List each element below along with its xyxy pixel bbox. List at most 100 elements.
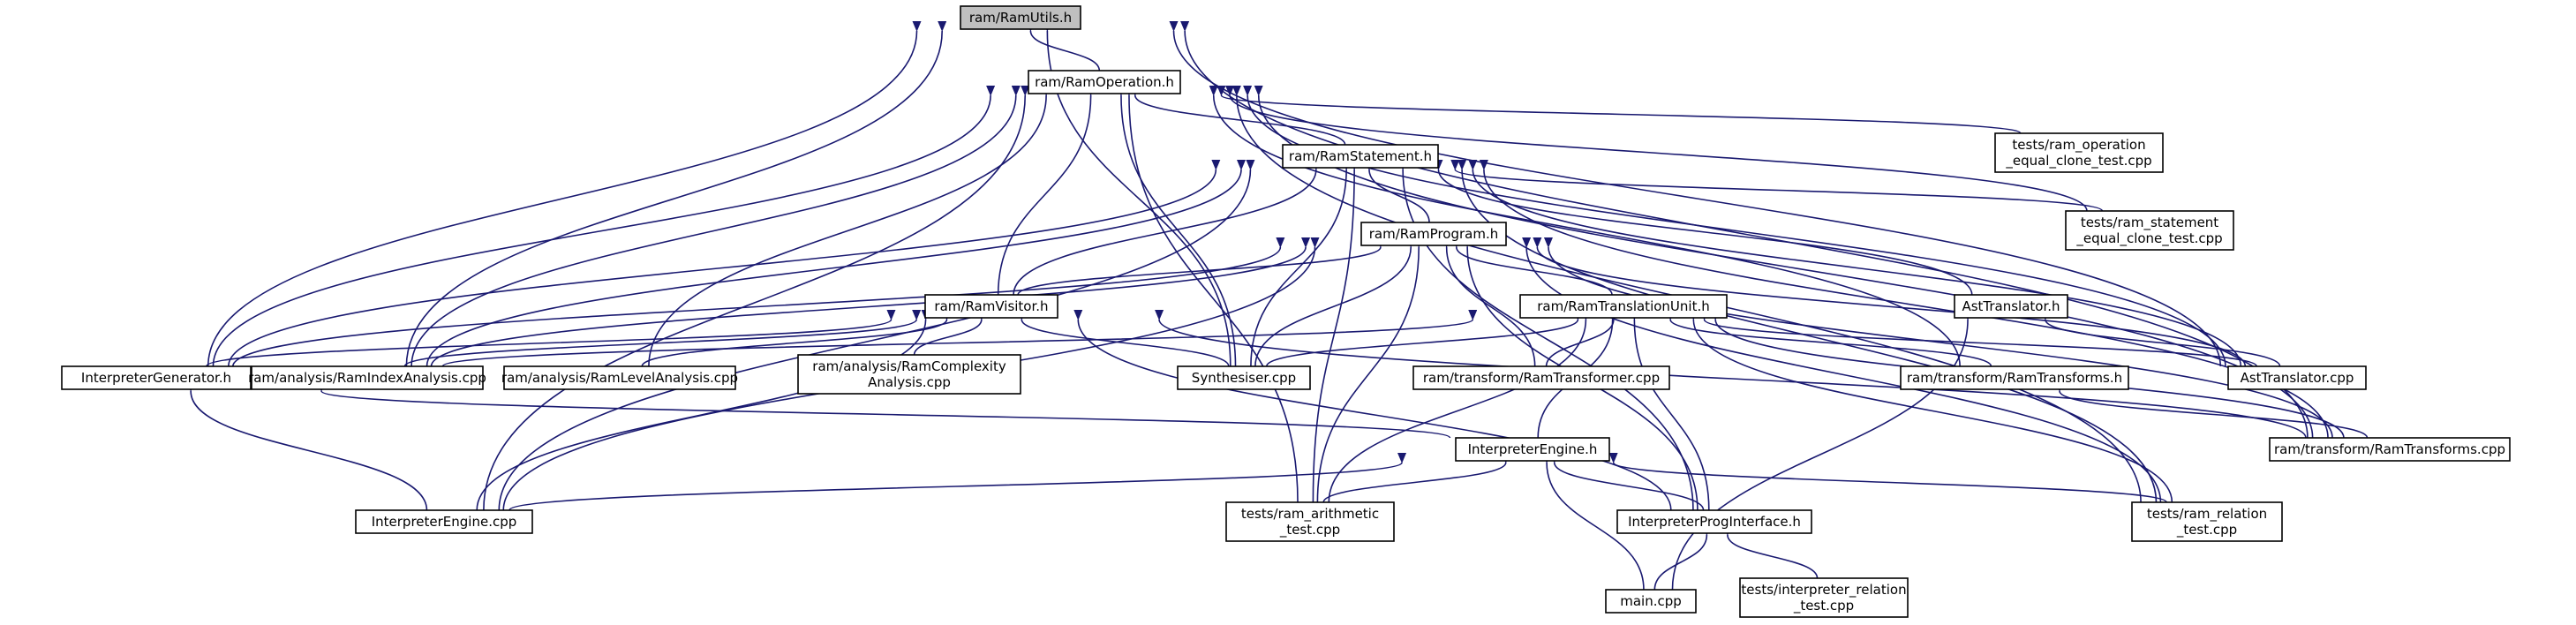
- node-ram-utils-h[interactable]: ram/RamUtils.h: [960, 5, 1081, 30]
- node-ram-statement-h[interactable]: ram/RamStatement.h: [1282, 144, 1439, 169]
- node-ast-translator-cpp[interactable]: AstTranslator.cpp: [2227, 365, 2367, 390]
- node-box: [1225, 501, 1395, 542]
- edge-interpreter_engine_cpp-includes-interpreter_engine_h: [508, 452, 1407, 511]
- edge-main_cpp-includes-interpreter_prog_interface_h: [1653, 524, 1712, 591]
- node-label: tests/ram_relation: [2147, 506, 2267, 523]
- node-box: [1282, 144, 1439, 169]
- node-ram-index-analysis[interactable]: ram/analysis/RamIndexAnalysis.cpp: [248, 365, 486, 390]
- node-synthesiser-cpp[interactable]: Synthesiser.cpp: [1177, 365, 1311, 390]
- node-box: [1954, 294, 2068, 319]
- edge-ram_transforms_h-includes-ram_operation_h: [1209, 85, 1961, 367]
- edge-ram_level_analysis-includes-ram_visitor_h: [641, 309, 952, 367]
- node-ram-transforms-cpp[interactable]: ram/transform/RamTransforms.cpp: [2269, 437, 2511, 462]
- edge-interpreter_generator_h-includes-ram_operation_h: [212, 85, 996, 367]
- edge-test_ram_arithmetic-includes-ram_statement_h: [1312, 159, 1360, 503]
- edge-interpreter_generator_h-includes-ram_program_h: [232, 237, 1285, 367]
- edge-ram_visitor_h-includes-ram_program_h: [1017, 237, 1386, 296]
- node-label: AstTranslator.cpp: [2241, 370, 2354, 386]
- node-ram-transformer-cpp[interactable]: ram/transform/RamTransformer.cpp: [1412, 365, 1670, 390]
- edge-interpreter_engine_cpp-includes-interpreter_generator_h: [186, 380, 428, 511]
- node-box: [2065, 210, 2234, 251]
- nodes-layer: ram/RamUtils.h ram/RamOperation.h ram/RamS…: [61, 5, 2511, 618]
- node-box: [1177, 365, 1311, 390]
- node-label: _test.cpp: [1793, 598, 1854, 614]
- edge-interpreter_prog_interface_h-includes-interpreter_engine_h: [1549, 452, 1705, 511]
- edge-test_ram_arithmetic-includes-interpreter_engine_h: [1322, 452, 1510, 503]
- node-label: ram/RamStatement.h: [1289, 148, 1432, 164]
- node-box: [1994, 132, 2164, 173]
- node-label: Synthesiser.cpp: [1192, 370, 1296, 386]
- node-box: [1028, 70, 1181, 94]
- edge-synthesiser_cpp-includes-ram_statement_h: [1250, 159, 1352, 367]
- edge-test_stmt_equal_clone-includes-ram_operation_h: [1224, 85, 2088, 212]
- edge-test_interpreter_relation-includes-interpreter_prog_interface_h: [1722, 524, 1819, 579]
- node-interpreter-engine-cpp[interactable]: InterpreterEngine.cpp: [355, 509, 533, 534]
- node-label: InterpreterEngine.h: [1468, 441, 1598, 457]
- edge-ram_transformer_cpp-includes-ram_program_h: [1442, 237, 1536, 367]
- node-ram-level-analysis[interactable]: ram/analysis/RamLevelAnalysis.cpp: [501, 365, 738, 390]
- node-label: InterpreterProgInterface.h: [1628, 514, 1801, 530]
- edge-test_ram_relation-includes-interpreter_engine_h: [1608, 452, 2167, 503]
- node-test-interpreter-relation[interactable]: tests/interpreter_relation_test.cpp: [1739, 577, 1909, 618]
- node-label: tests/ram_operation: [2012, 137, 2145, 154]
- edge-synthesiser_cpp-includes-ram_program_h: [1254, 237, 1416, 367]
- edge-main_cpp-includes-interpreter_engine_h: [1542, 452, 1645, 591]
- node-ram-program-h[interactable]: ram/RamProgram.h: [1360, 222, 1507, 246]
- edge-ast_translator_h-includes-ram_statement_h: [1434, 159, 1973, 296]
- node-box: [1360, 222, 1507, 246]
- edge-ast_translator_cpp-includes-ram_program_h: [1533, 237, 2247, 367]
- node-test-stmt-equal-clone[interactable]: tests/ram_statement_equal_clone_test.cpp: [2065, 210, 2234, 251]
- node-label: ram/RamProgram.h: [1369, 226, 1498, 242]
- node-box: [355, 509, 533, 534]
- edge-ast_translator_cpp-includes-ram_statement_h: [1468, 159, 2242, 367]
- node-ram-operation-h[interactable]: ram/RamOperation.h: [1028, 70, 1181, 94]
- node-interpreter-engine-h[interactable]: InterpreterEngine.h: [1455, 437, 1610, 462]
- node-label: main.cpp: [1620, 593, 1682, 609]
- node-test-ram-arithmetic[interactable]: tests/ram_arithmetic_test.cpp: [1225, 501, 1395, 542]
- edge-interpreter_generator_h-includes-ram_statement_h: [228, 159, 1221, 367]
- node-ram-transforms-h[interactable]: ram/transform/RamTransforms.h: [1900, 365, 2129, 390]
- node-label: _test.cpp: [1279, 522, 1340, 538]
- node-main-cpp[interactable]: main.cpp: [1605, 589, 1697, 614]
- node-label: ram/analysis/RamComplexity: [812, 358, 1006, 374]
- edge-ram_index_analysis-includes-ram_translation_unit_h: [441, 309, 1478, 367]
- edge-test_ram_arithmetic-includes-ram_program_h: [1316, 237, 1424, 503]
- node-test-ram-relation[interactable]: tests/ram_relation_test.cpp: [2131, 501, 2283, 542]
- edge-ram_index_analysis-includes-ram_operation_h: [411, 85, 1021, 367]
- node-label: ram/transform/RamTransforms.cpp: [2274, 441, 2505, 457]
- edge-ram_statement_h-includes-ram_operation_h: [1130, 85, 1346, 146]
- edge-ram_operation_h-includes-ram_utils_h: [1026, 20, 1101, 72]
- edge-interpreter_engine_h-includes-interpreter_generator_h: [316, 380, 1451, 439]
- node-label: AstTranslator.h: [1962, 298, 2060, 314]
- node-box: [2269, 437, 2511, 462]
- edge-test_op_equal_clone-includes-ram_operation_h: [1216, 85, 2022, 134]
- edge-ram_index_analysis-includes-ram_visitor_h: [403, 309, 922, 367]
- node-label: ram/analysis/RamIndexAnalysis.cpp: [248, 370, 486, 386]
- edge-ram_visitor_h-includes-ram_statement_h: [1013, 159, 1321, 296]
- node-box: [2227, 365, 2367, 390]
- edge-ram_visitor_h-includes-ram_operation_h: [997, 85, 1096, 296]
- node-ast-translator-h[interactable]: AstTranslator.h: [1954, 294, 2068, 319]
- node-box: [251, 365, 484, 390]
- node-box: [1455, 437, 1610, 462]
- edge-interpreter_generator_h-includes-ram_utils_h: [207, 20, 922, 367]
- node-ram-translation-unit-h[interactable]: ram/RamTranslationUnit.h: [1519, 294, 1728, 319]
- edge-synthesiser_cpp-includes-ram_operation_h: [1116, 85, 1237, 367]
- node-interpreter-prog-interface-h[interactable]: InterpreterProgInterface.h: [1616, 509, 1812, 534]
- edge-interpreter_prog_interface_h-includes-ram_visitor_h: [1073, 309, 1672, 511]
- edge-ast_translator_cpp-includes-ast_translator_h: [2040, 309, 2281, 367]
- node-test-op-equal-clone[interactable]: tests/ram_operation_equal_clone_test.cpp: [1994, 132, 2164, 173]
- edge-ast_translator_cpp-includes-ram_translation_unit_h: [1699, 309, 2258, 367]
- node-label: _equal_clone_test.cpp: [2005, 153, 2151, 169]
- edge-ram_index_analysis-includes-ram_statement_h: [426, 159, 1247, 367]
- node-box: [960, 5, 1081, 30]
- edge-ram_transforms_h-includes-ram_translation_unit_h: [1666, 309, 1992, 367]
- edge-interpreter_engine_cpp-includes-ram_statement_h: [498, 159, 1255, 511]
- node-box: [797, 354, 1021, 395]
- node-label: ram/analysis/RamLevelAnalysis.cpp: [501, 370, 738, 386]
- node-ram-visitor-h[interactable]: ram/RamVisitor.h: [924, 294, 1058, 319]
- node-label: tests/ram_arithmetic: [1241, 506, 1379, 523]
- edge-main_cpp-includes-ast_translator_h: [1671, 309, 1973, 591]
- node-interpreter-generator-h[interactable]: InterpreterGenerator.h: [61, 365, 252, 390]
